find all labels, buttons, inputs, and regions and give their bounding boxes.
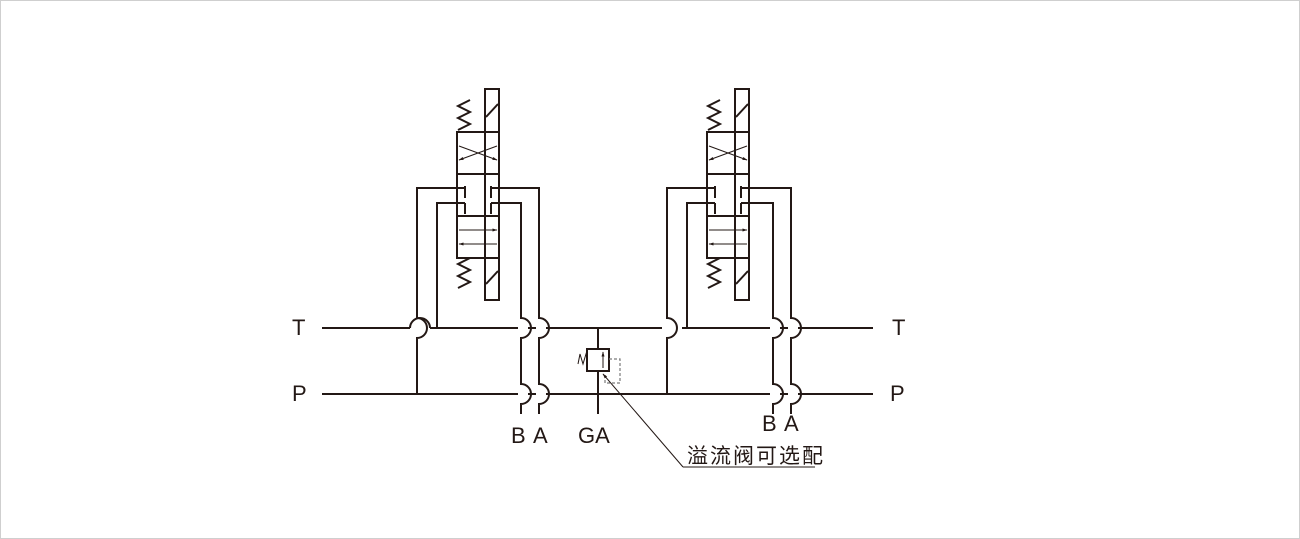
spring-icon (705, 99, 723, 131)
annotation-relief-optional: 溢流阀可选配 (687, 444, 825, 468)
relief-valve (577, 328, 621, 414)
label-valve1-port-a: A (533, 423, 548, 448)
annotation-leader (602, 373, 815, 468)
spring-icon (455, 99, 473, 131)
tank-line (322, 317, 873, 329)
directional-valve-2 (666, 88, 802, 414)
label-valve1-port-b: B (511, 423, 526, 448)
label-gauge-port: GA (578, 423, 610, 448)
spring-icon (705, 257, 723, 289)
label-valve2-port-a: A (784, 411, 799, 436)
label-tank-right: T (892, 315, 905, 340)
spring-icon (455, 257, 473, 289)
label-pressure-right: P (890, 381, 905, 406)
directional-valve-1 (416, 88, 550, 414)
label-tank-left: T (292, 315, 305, 340)
label-pressure-left: P (292, 381, 307, 406)
spring-icon (577, 352, 588, 366)
label-valve2-port-b: B (762, 411, 777, 436)
